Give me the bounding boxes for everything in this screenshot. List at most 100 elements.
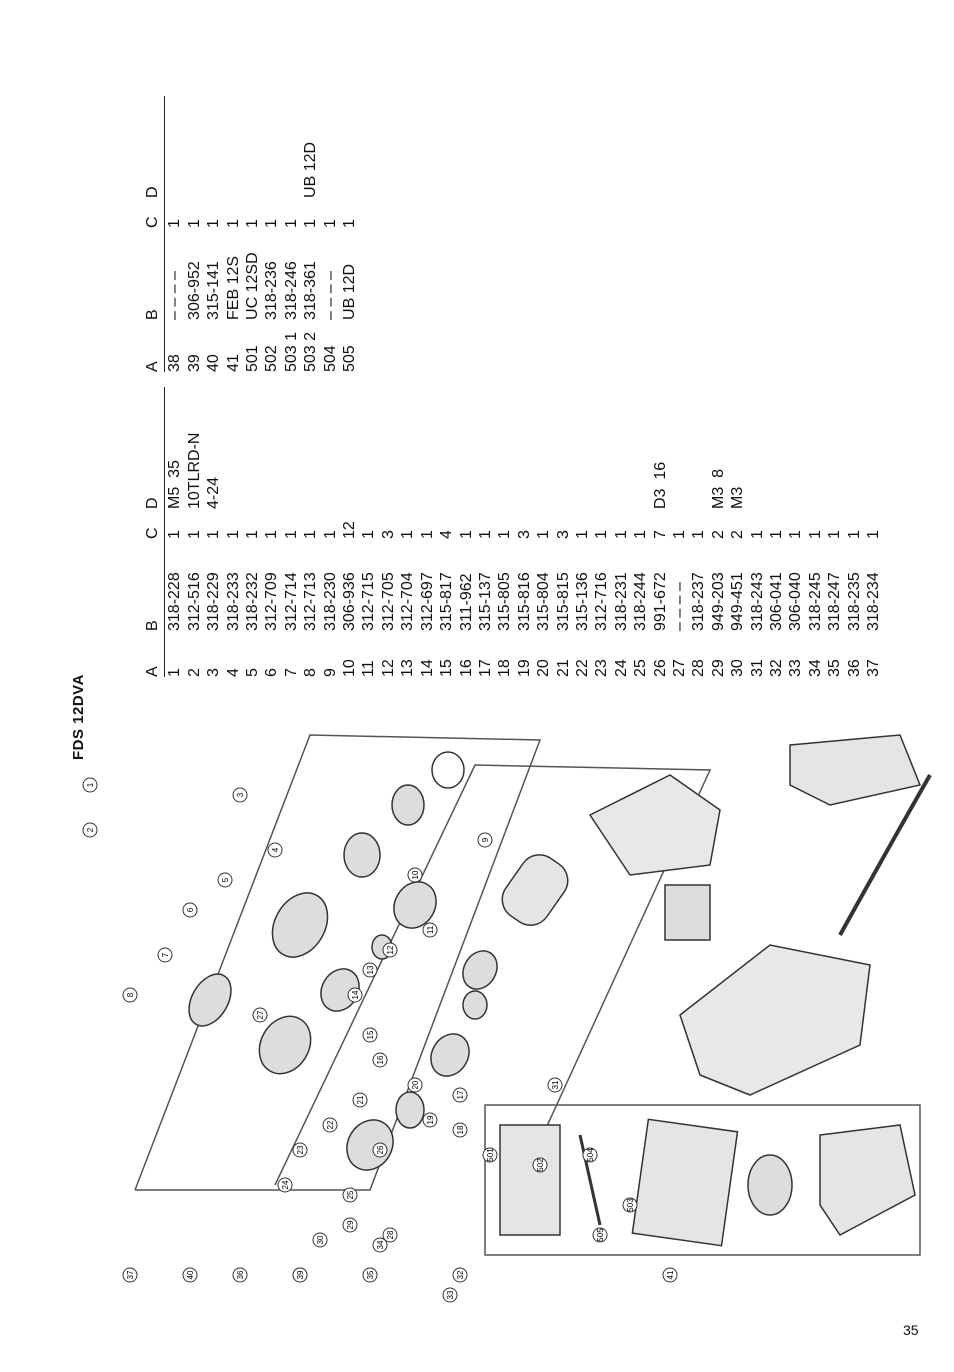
cell-b: 318-236 [263, 261, 281, 320]
cell-b: 318-243 [748, 572, 766, 631]
cell-a: 503 1 [282, 331, 300, 372]
cell-a: 37 [865, 659, 883, 677]
table-row: 27– – – –1 [670, 387, 689, 677]
cell-d [457, 387, 476, 509]
cell-b: 949-203 [709, 572, 727, 631]
cell-d [864, 387, 883, 509]
callout-marker [382, 1227, 398, 1243]
cell-c: 1 [360, 530, 378, 539]
callout-label: 501 [486, 1148, 495, 1162]
callout-label: 3 [236, 792, 245, 797]
header-d: D [144, 497, 161, 509]
callout-label: 23 [296, 1145, 305, 1154]
cell-d: 4-24 [205, 476, 223, 509]
callout-marker [452, 1122, 468, 1138]
cell-c: 1 [399, 530, 417, 539]
cell-b: 318-228 [166, 572, 184, 631]
cell-c: 1 [302, 219, 320, 228]
callout-label: 34 [376, 1240, 385, 1249]
callout-label: 13 [366, 965, 375, 974]
callout-marker [362, 1027, 378, 1043]
callout-marker [182, 902, 198, 918]
cell-c: 3 [515, 530, 533, 539]
cell-b: 306-952 [185, 261, 203, 320]
callout-label: 9 [481, 837, 490, 842]
cell-d [573, 387, 592, 509]
cell-b: 991-672 [651, 572, 669, 631]
cell-a: 8 [302, 668, 320, 677]
callout-label: 503 [626, 1198, 635, 1212]
cell-d: M3 8 [709, 468, 727, 509]
cell-d [301, 387, 320, 509]
cell-d [418, 387, 437, 509]
cell-d [845, 387, 864, 509]
cell-d: M5 35 [166, 460, 184, 509]
callout-label: 505 [596, 1228, 605, 1242]
cell-a: 13 [399, 659, 417, 677]
cell-a: 505 [341, 345, 359, 372]
cell-b: 315-815 [554, 572, 572, 631]
callout-marker [232, 1267, 248, 1283]
cell-a: 27 [670, 659, 688, 677]
cell-c: 2 [709, 530, 727, 539]
cell-a: 3 [205, 668, 223, 677]
cell-d [204, 96, 223, 198]
cell-c: 1 [205, 530, 223, 539]
cell-b: 315-805 [496, 572, 514, 631]
header-c: C [144, 527, 161, 539]
cell-a: 32 [768, 659, 785, 677]
cell-b: UC 12SD [244, 252, 262, 320]
callout-marker [382, 942, 398, 958]
cell-c: 1 [670, 530, 688, 539]
header-b: B [144, 309, 161, 320]
callout-label: 11 [426, 925, 435, 934]
cell-a: 4 [224, 668, 242, 677]
callout-label: 33 [446, 1290, 455, 1299]
cell-c: 1 [535, 530, 553, 539]
cell-d [379, 387, 398, 509]
callout-marker [352, 1092, 368, 1108]
callout-label: 20 [411, 1080, 420, 1089]
cell-a: 501 [244, 345, 262, 372]
cell-d [748, 387, 767, 509]
cell-c: 1 [476, 530, 494, 539]
cell-c: 1 [205, 219, 223, 228]
cell-c: 1 [612, 530, 630, 539]
cell-d [224, 96, 243, 198]
cell-c: 1 [496, 530, 514, 539]
cell-a: 33 [787, 659, 805, 677]
cell-c: 1 [748, 530, 766, 539]
cell-b: 306-040 [787, 572, 805, 631]
callout-marker [452, 1267, 468, 1283]
callout-label: 4 [271, 847, 280, 852]
callout-label: 7 [161, 952, 170, 957]
cell-a: 40 [205, 354, 223, 372]
cell-a: 39 [185, 354, 203, 372]
callout-label: 21 [356, 1095, 365, 1104]
cell-c: 1 [341, 219, 359, 228]
callout-label: 504 [586, 1148, 595, 1162]
cell-c: 1 [244, 530, 262, 539]
cell-d [340, 96, 359, 198]
exploded-parts-diagram: 1234567891011121314151617181920212223242… [82, 734, 932, 1303]
cell-b: 318-247 [826, 572, 844, 631]
cell-b: 312-705 [379, 572, 397, 631]
cell-a: 14 [418, 659, 436, 677]
cell-a: 36 [845, 659, 863, 677]
cell-a: 22 [573, 659, 591, 677]
